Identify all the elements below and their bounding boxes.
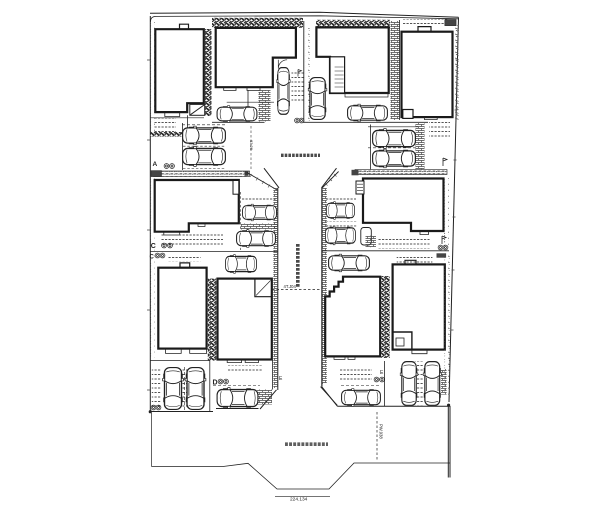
- svg-text:C: C: [151, 243, 156, 250]
- svg-text:224.134: 224.134: [290, 497, 308, 503]
- svg-text:4T.J04: 4T.J04: [284, 284, 297, 289]
- svg-text:A: A: [153, 161, 158, 168]
- svg-text:C: C: [150, 255, 155, 261]
- svg-text:E: E: [279, 376, 283, 382]
- svg-text:PW.938: PW.938: [379, 424, 384, 439]
- svg-text:D: D: [213, 380, 218, 387]
- svg-text:E: E: [380, 370, 384, 376]
- svg-text:63.26: 63.26: [249, 140, 254, 151]
